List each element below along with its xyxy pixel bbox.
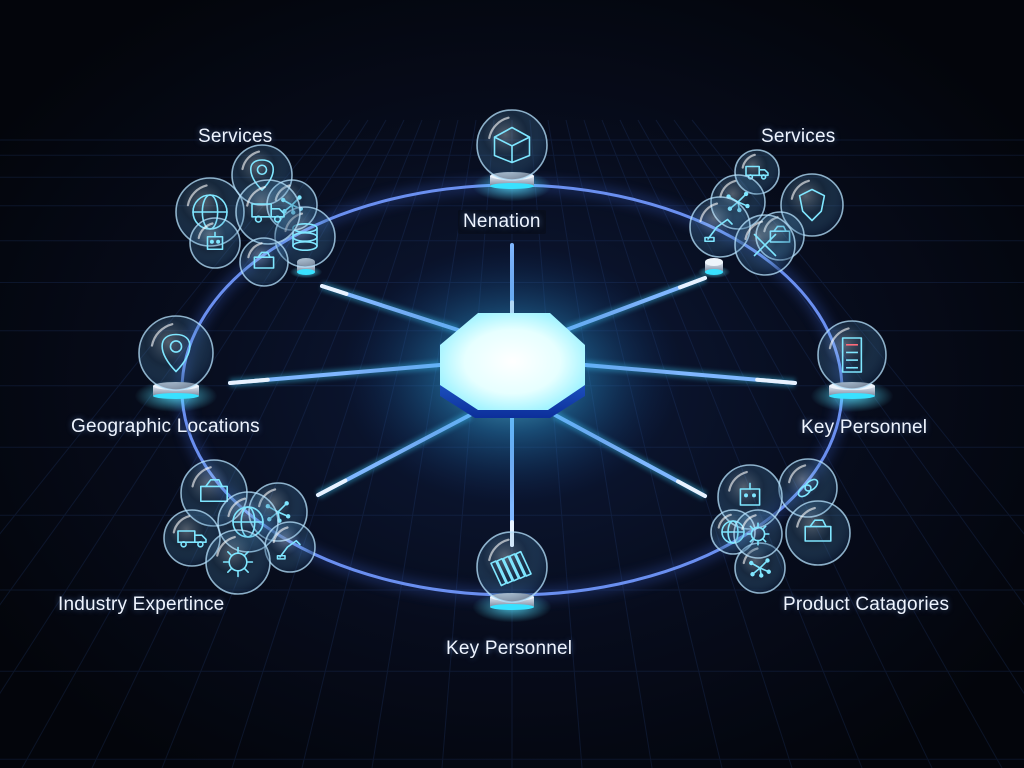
label-services-right: Services: [761, 126, 836, 147]
network-icon: [749, 558, 771, 578]
node-services-left: [175, 144, 336, 287]
label-industry-expertise: Industry Expertince: [58, 594, 225, 615]
node-product-categories: [710, 458, 851, 594]
node-key-personnel-bottom: [472, 531, 552, 623]
shield-icon: [798, 188, 826, 222]
label-services-left: Services: [198, 126, 273, 147]
machine-icon: [253, 251, 275, 269]
robot-icon: [206, 231, 224, 251]
document-icon: [841, 337, 863, 373]
hexagon-hub-icon: [440, 313, 585, 410]
database-icon: [292, 223, 318, 252]
location-pin-icon: [249, 159, 275, 191]
glass-orb: [239, 237, 289, 287]
books-icon: [490, 550, 532, 587]
glass-orb: [138, 315, 214, 391]
truck-icon: [251, 203, 285, 223]
glass-orb: [476, 531, 548, 603]
robot-arm-icon: [276, 539, 301, 560]
label-product-categories: Product Catagories: [783, 594, 950, 615]
machine-icon: [200, 479, 229, 503]
glass-orb: [189, 217, 241, 269]
cube-icon: [493, 126, 531, 164]
gear-icon: [746, 522, 770, 546]
node-industry-expertise: [163, 459, 316, 595]
glass-orb: [817, 320, 887, 390]
location-pin-icon: [161, 333, 191, 373]
glass-orb: [205, 529, 271, 595]
central-hub: [342, 245, 682, 505]
node-geographic-locations: [134, 315, 218, 413]
robot-icon: [739, 482, 761, 506]
node-layer: [134, 109, 894, 623]
robot-arm-icon: [704, 218, 733, 243]
gear-icon: [222, 546, 254, 578]
glass-orb: [264, 521, 316, 573]
glass-orb: [476, 109, 548, 181]
node-navigation-top: [472, 109, 552, 202]
link-icon: [797, 478, 819, 498]
node-key-personnel-right: [810, 320, 894, 413]
label-geographic-locations: Geographic Locations: [71, 416, 260, 437]
tools-icon: [753, 233, 777, 257]
node-services-right: [689, 149, 844, 279]
glass-orb: [734, 214, 796, 276]
label-key-personnel-bottom: Key Personnel: [446, 638, 573, 659]
glass-orb: [785, 500, 851, 566]
label-key-personnel-right: Key Personnel: [801, 417, 928, 438]
glass-orb: [733, 509, 783, 559]
orb-pedestal: [697, 258, 731, 279]
machine-icon: [804, 519, 832, 542]
glass-orb: [235, 179, 301, 245]
label-navigation-top: Nenation: [458, 210, 546, 234]
truck-icon: [177, 530, 207, 548]
